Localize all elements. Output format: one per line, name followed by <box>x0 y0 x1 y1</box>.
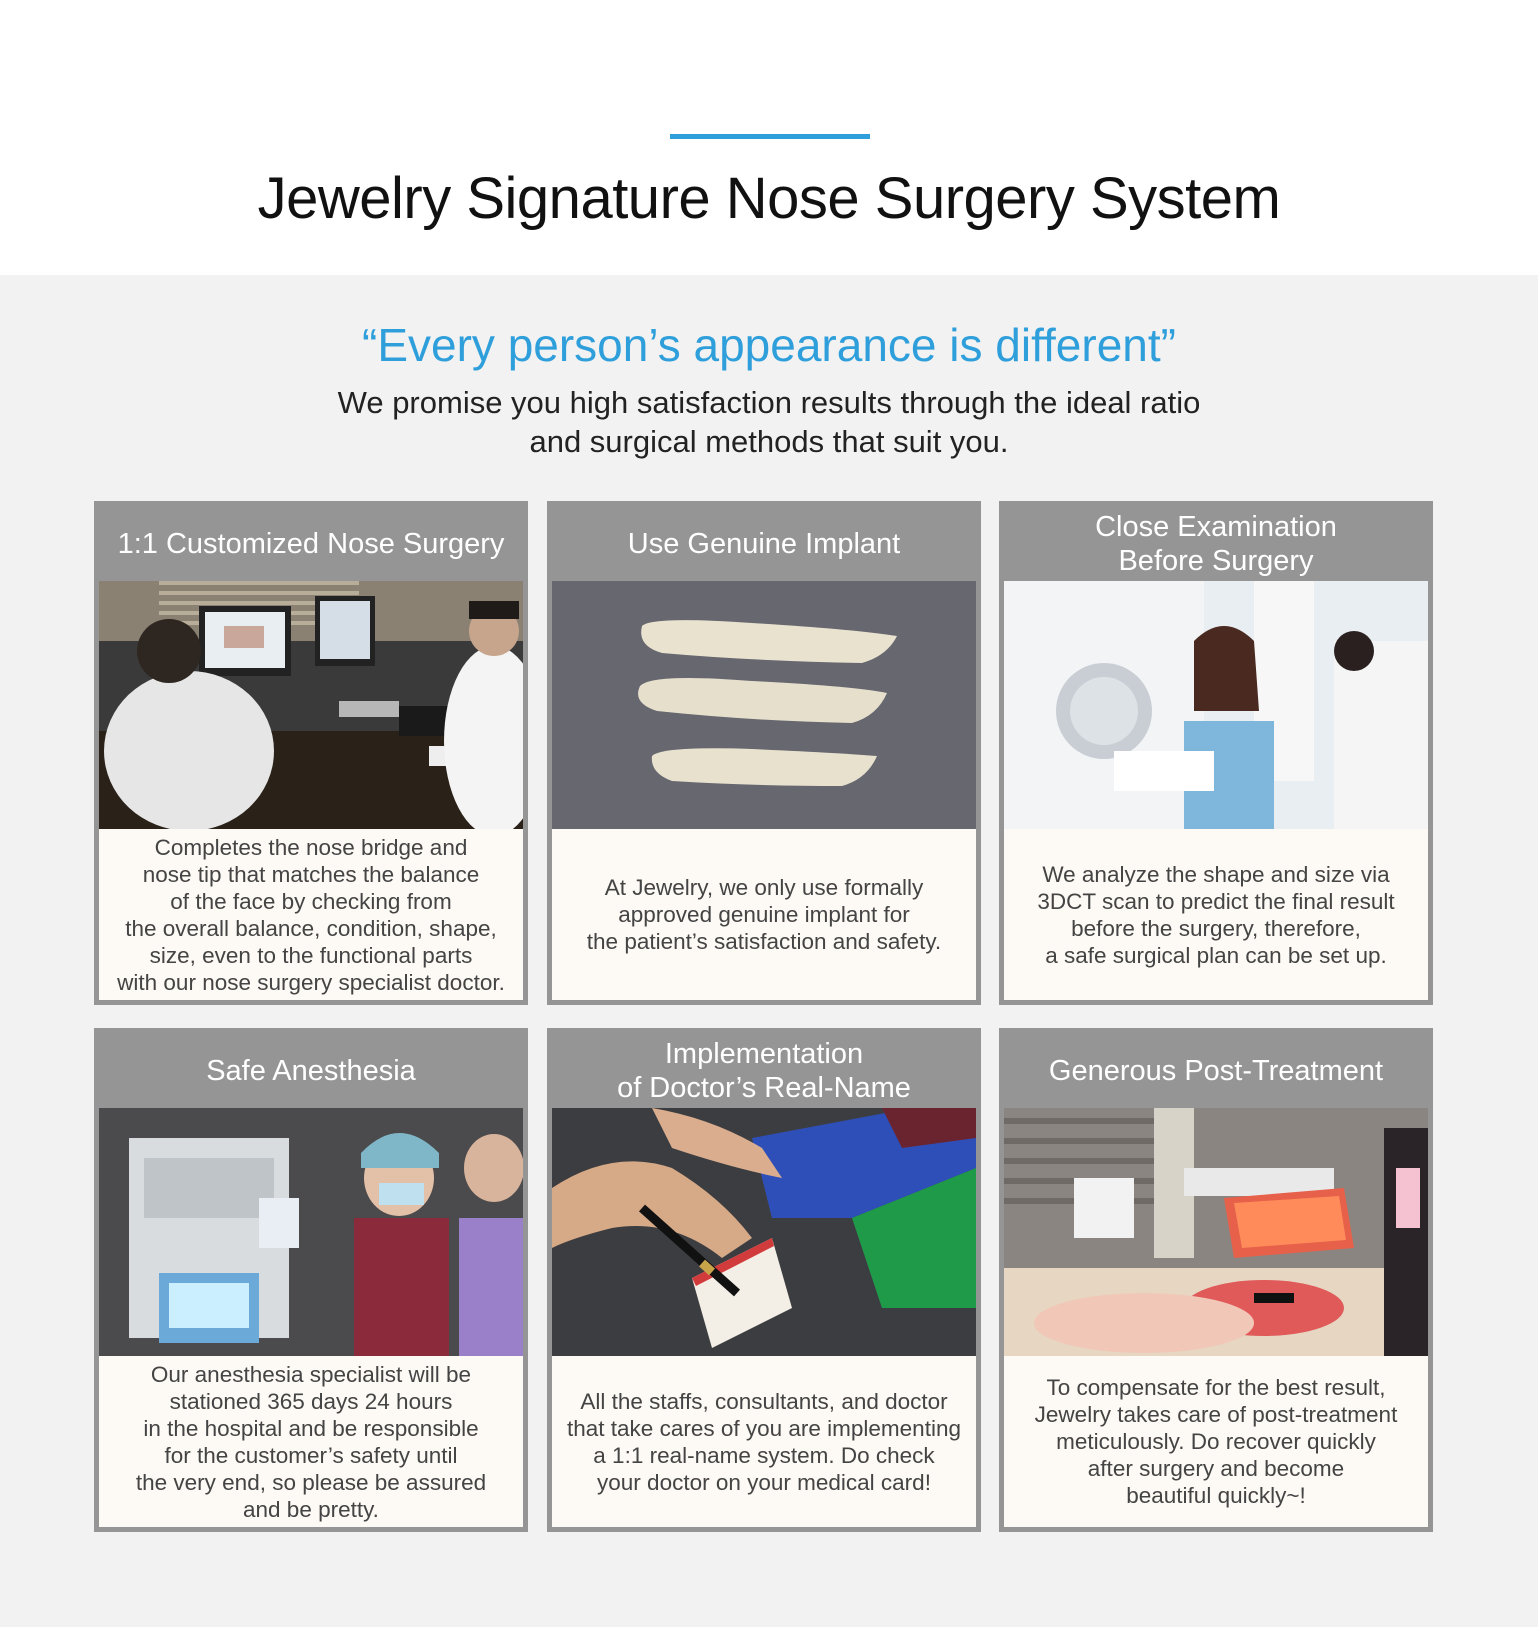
feature-card-real-name: Implementation of Doctor’s Real-Name All… <box>547 1028 981 1532</box>
card-description: At Jewelry, we only use formally approve… <box>552 829 976 1000</box>
anesthesia-photo <box>99 1108 523 1356</box>
feature-card-post-treatment: Generous Post-Treatment To compensate fo… <box>999 1028 1433 1532</box>
card-title: Use Genuine Implant <box>627 527 901 560</box>
consultation-photo <box>99 581 523 829</box>
feature-card-implant: Use Genuine Implant At Jewelry, we only … <box>547 501 981 1005</box>
intro-subtitle-line: and surgical methods that suit you. <box>529 424 1009 459</box>
implant-photo <box>552 581 976 829</box>
ct-scan-photo <box>1004 581 1428 829</box>
intro-subtitle: We promise you high satisfaction results… <box>0 383 1538 461</box>
intro-quote: “Every person’s appearance is different” <box>362 319 1176 371</box>
feature-card-anesthesia: Safe Anesthesia Our anesthesia specialis… <box>94 1028 528 1532</box>
card-description: To compensate for the best result, Jewel… <box>1004 1356 1428 1527</box>
card-description: Our anesthesia specialist will be statio… <box>99 1356 523 1527</box>
card-title: Close Examination Before Surgery <box>1095 510 1337 577</box>
card-description: Completes the nose bridge and nose tip t… <box>99 829 523 1000</box>
card-description: All the staffs, consultants, and doctor … <box>552 1356 976 1527</box>
page-title: Jewelry Signature Nose Surgery System <box>257 166 1281 231</box>
card-title: Safe Anesthesia <box>206 1054 416 1087</box>
card-title: Implementation of Doctor’s Real-Name <box>617 1037 911 1104</box>
header-section: Jewelry Signature Nose Surgery System <box>0 0 1538 275</box>
card-title: Generous Post-Treatment <box>1048 1054 1384 1087</box>
card-description: We analyze the shape and size via 3DCT s… <box>1004 829 1428 1000</box>
accent-rule <box>670 134 870 139</box>
feature-card-examination: Close Examination Before Surgery We anal… <box>999 501 1433 1005</box>
led-therapy-photo <box>1004 1108 1428 1356</box>
card-title: 1:1 Customized Nose Surgery <box>117 527 505 560</box>
intro-subtitle-line: We promise you high satisfaction results… <box>337 385 1201 420</box>
feature-card-customized: 1:1 Customized Nose Surgery Completes th… <box>94 501 528 1005</box>
signing-photo <box>552 1108 976 1356</box>
